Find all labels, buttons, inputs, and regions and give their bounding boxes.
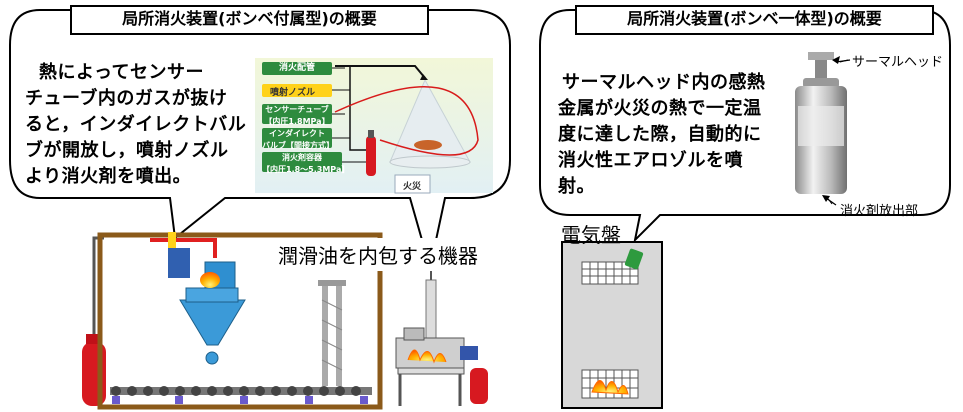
left-desc-line-2: チューブ内のガスが抜け [25, 88, 228, 109]
right-desc-line-2: 金属が火災の熱で一定温 [558, 98, 762, 119]
left-panel-title: 局所消火装置(ボンベ付属型)の概要 [70, 5, 429, 35]
right-speech-bubble [539, 9, 951, 244]
inset-diagram [255, 58, 493, 194]
right-desc-line-1: サーマルヘッド内の感熱 [562, 72, 766, 93]
inset-label-container: 消火剤容器 【内圧1.8〜5.3MPa】 [262, 152, 349, 176]
thermal-head-label: サーマルヘッド [852, 55, 944, 70]
right-desc-line-5: 射。 [558, 176, 595, 197]
aerosol-unit-image [795, 52, 849, 205]
inset-label-valve: インダイレクト バルブ【間接方式】 [262, 128, 334, 152]
inset-label-container-text: 消火剤容器 【内圧1.8〜5.3MPa】 [262, 153, 350, 174]
discharge-label: 消火剤放出部 [840, 204, 919, 219]
inset-label-pipe: 消火配管 [278, 63, 315, 73]
right-desc-line-3: 度に達した際，自動的に [558, 124, 762, 145]
inset-label-sensor: センサーチューブ 【内圧1.8MPa】 [262, 104, 332, 128]
inset-label-fire: 火災 [403, 182, 422, 192]
right-panel-title: 局所消火装置(ボンベ一体型)の概要 [575, 5, 934, 35]
switchboard-label: 電気盤 [561, 223, 621, 247]
engine-illustration [395, 267, 488, 406]
right-panel-description: サーマルヘッド内の感熱 金属が火災の熱で一定温 度に達した際，自動的に 消火性エ… [558, 70, 788, 200]
lubricant-machine-label: 潤滑油を内包する機器 [272, 238, 484, 271]
left-panel-description: 熱によってセンサー チューブ内のガスが抜け ると，インダイレクトバル ブが開放し… [25, 60, 260, 190]
left-desc-line-1: 熱によってセンサー [39, 62, 205, 83]
left-desc-line-4: ブが開放し，噴射ノズル [25, 140, 229, 161]
inset-label-valve-text: インダイレクト バルブ【間接方式】 [262, 129, 334, 150]
left-desc-line-5: より消火剤を噴出。 [25, 166, 192, 187]
left-desc-line-3: ると，インダイレクトバル [25, 114, 247, 135]
inset-label-nozzle: 噴射ノズル [270, 88, 316, 98]
right-desc-line-4: 消火性エアロゾルを噴 [558, 150, 743, 171]
lubricant-machine-illustration [82, 232, 383, 410]
switchboard-illustration [561, 241, 663, 409]
inset-label-sensor-text: センサーチューブ 【内圧1.8MPa】 [264, 105, 330, 126]
